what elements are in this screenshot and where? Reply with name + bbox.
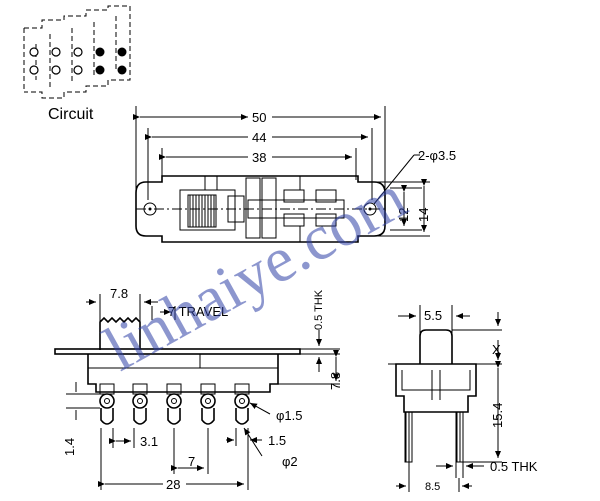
- dim-pin-dia: φ2: [282, 454, 298, 469]
- dim-38: 38: [252, 150, 266, 165]
- contact-dot: [51, 47, 61, 57]
- contact-dot: [29, 65, 39, 75]
- side-view: 7.8 7 TRAVEL: [54, 286, 343, 492]
- dim-pin-gap: 1.5: [268, 433, 286, 448]
- dim-actuator-7-8: 7.8: [110, 286, 128, 301]
- dim-pin-span: 7: [188, 454, 195, 469]
- contact-dot-active: [117, 65, 127, 75]
- dim-plate-thk: 0.5 THK: [313, 289, 325, 330]
- contact-dot-active: [117, 47, 127, 57]
- end-pin: [404, 411, 413, 463]
- dim-body-7-8: 7.8: [328, 372, 343, 390]
- dim-actuator-5-5: 5.5: [424, 308, 442, 323]
- slider-knob: [187, 194, 217, 228]
- dim-end-thk: 0.5 THK: [490, 459, 538, 474]
- dim-pin-pitch: 3.1: [140, 434, 158, 449]
- plate: [54, 348, 301, 355]
- circuit-diagram: Circuit: [23, 5, 131, 123]
- dim-50: 50: [252, 110, 266, 125]
- actuator: [99, 316, 141, 350]
- dim-holes: 2-φ3.5: [418, 148, 456, 163]
- end-pin: [455, 411, 464, 463]
- contact-dot: [73, 47, 83, 57]
- dim-44: 44: [252, 130, 266, 145]
- pins: [99, 383, 250, 425]
- dim-end-height: 15.4: [490, 403, 505, 428]
- end-actuator: [419, 329, 453, 364]
- top-view: 50 44 38 2-φ3.: [133, 106, 456, 243]
- circuit-label: Circuit: [48, 106, 94, 123]
- dim-12: 12: [396, 208, 411, 222]
- contact-dot: [51, 65, 61, 75]
- dim-pin-width: 1.4: [62, 438, 77, 456]
- watermark: linhaiye.com: [92, 161, 417, 384]
- dim-total: 28: [166, 477, 180, 492]
- contact-dot-active: [95, 65, 105, 75]
- dim-pin-hole: φ1.5: [276, 408, 303, 423]
- dim-pin-spacing: 8.5: [425, 481, 440, 493]
- end-view: 5.5 X 15.4 0.5 THK 8.5: [388, 305, 538, 493]
- switch-body: [87, 354, 279, 393]
- dim-x: X: [492, 342, 501, 357]
- dim-14: 14: [416, 208, 431, 222]
- contact-dot: [73, 65, 83, 75]
- mounting-plate: [135, 175, 386, 243]
- dim-travel: 7 TRAVEL: [168, 304, 228, 319]
- end-body: [395, 363, 477, 413]
- contact-dot: [29, 47, 39, 57]
- contact-dot-active: [95, 47, 105, 57]
